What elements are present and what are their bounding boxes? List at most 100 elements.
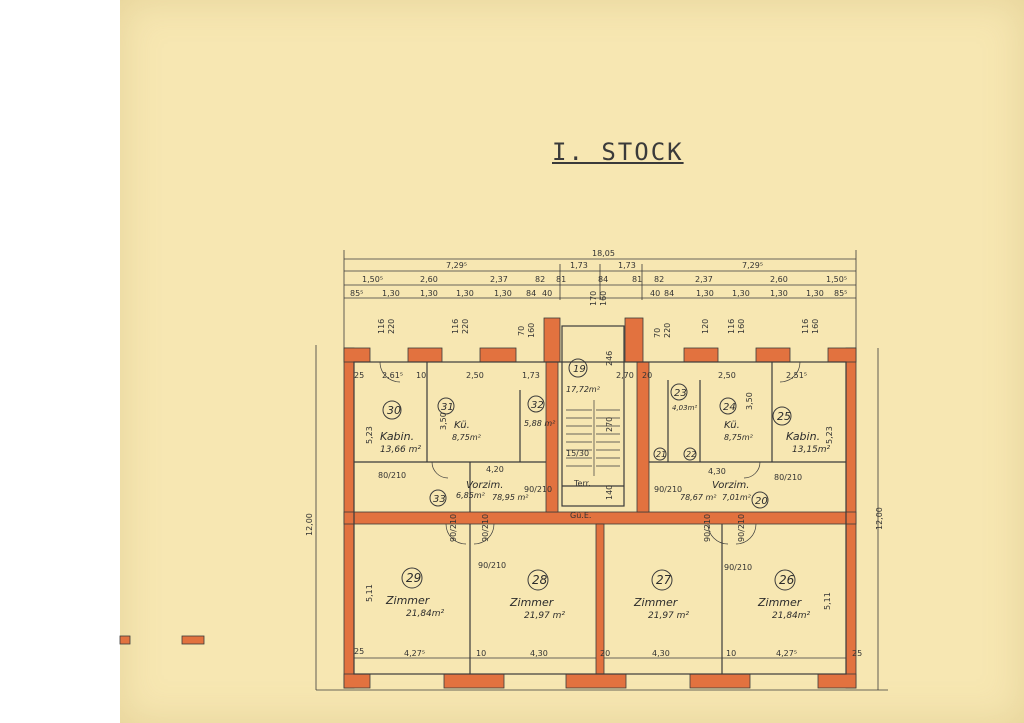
room-name: Zimmer: [509, 596, 555, 609]
room-area: 8,75m²: [452, 433, 482, 442]
dim-row3: 1,30: [420, 289, 438, 298]
room-name: Vorzim.: [466, 480, 503, 491]
window-height: 70: [653, 328, 662, 338]
dim-row2: 2,60: [770, 275, 788, 284]
room-area: 7,01m²: [722, 493, 752, 502]
dim-corridor: 4,20: [486, 465, 504, 474]
dim-row2: 81: [632, 275, 642, 284]
dim-row2: 84: [598, 275, 608, 284]
dim-total: 18,05: [592, 249, 615, 258]
dim-bottom: 4,30: [652, 649, 670, 658]
door-mark: 80/210: [378, 471, 406, 480]
window-height: 160: [737, 319, 746, 334]
dim-row3: 1,30: [456, 289, 474, 298]
dim-row3: 1,30: [696, 289, 714, 298]
wall-mark: 25: [354, 371, 364, 380]
room-number: 28: [532, 573, 548, 587]
door-mark: 90/210: [524, 485, 552, 494]
window-height: 160: [599, 291, 608, 306]
door-mark: 80/210: [774, 473, 802, 482]
room-circles: [382, 358, 796, 591]
door-mark: 90/210: [481, 514, 490, 542]
wall-mark: 25: [852, 649, 862, 658]
gue-label: Gü.E.: [570, 511, 591, 520]
partitions: [353, 325, 847, 675]
dim-row2: 1,50⁵: [826, 275, 847, 284]
window-height: 220: [461, 319, 470, 334]
room-number: 27: [656, 573, 672, 587]
room-area: 13,15m²: [792, 445, 831, 455]
room-number: 31: [441, 402, 454, 413]
window-height: 220: [387, 319, 396, 334]
dim-row3: 1,30: [806, 289, 824, 298]
room-number: 21: [656, 450, 666, 459]
dim-inner: 2,51⁵: [786, 371, 807, 380]
dim-row3: 84: [664, 289, 674, 298]
dim-inner: 2,61⁵: [382, 371, 403, 380]
room-area: 21,84m²: [406, 609, 445, 619]
dim-stair-left: 1,73: [570, 261, 588, 270]
dim-inner: 2,50: [466, 371, 484, 380]
wall-mark: 10: [726, 649, 736, 658]
room-name: Zimmer: [757, 596, 803, 609]
dim-row2: 81: [556, 275, 566, 284]
dim-row3: 1,30: [382, 289, 400, 298]
window-height: 160: [527, 323, 536, 338]
dim-row3: 85⁵: [834, 289, 847, 298]
floor-title: I. STOCK: [552, 138, 684, 166]
stair-label: 15/30: [566, 449, 589, 458]
dim-half-right: 7,29⁵: [742, 261, 763, 270]
room-name: Kü.: [454, 420, 470, 431]
dim-height-right: 12,00: [875, 507, 884, 530]
dim-bottom: 4,27⁵: [404, 649, 425, 658]
wall-mark: 20: [600, 649, 610, 658]
room-name: Vorzim.: [712, 480, 749, 491]
dim-row2: 1,50⁵: [362, 275, 383, 284]
dim-row2: 82: [535, 275, 545, 284]
dim-inner: 2,70: [616, 371, 634, 380]
room-labels: 30 Kabin. 13,66 m² 5,23 31 Kü. 8,75m² 3,…: [365, 364, 834, 621]
dim-corridor: 4,30: [708, 467, 726, 476]
room-side: 5,23: [365, 426, 374, 444]
room-side: 5,11: [823, 592, 832, 610]
room-number: 20: [755, 496, 768, 507]
dim-stair-right: 1,73: [618, 261, 636, 270]
dim-half-left: 7,29⁵: [446, 261, 467, 270]
door-mark: 90/210: [724, 563, 752, 572]
room-side: 5,23: [825, 426, 834, 444]
room-area: 21,97 m²: [648, 611, 689, 621]
room-number: 29: [406, 571, 421, 585]
door-mark: 90/210: [478, 561, 506, 570]
dim-bottom: 4,27⁵: [776, 649, 797, 658]
dim-row2: 2,60: [420, 275, 438, 284]
door-mark: 90/210: [654, 485, 682, 494]
room-subtotal: 78,67 m²: [680, 493, 717, 502]
dim-row3: 1,30: [732, 289, 750, 298]
dim-row3: 40: [650, 289, 660, 298]
dimension-texts: 18,05 7,29⁵ 7,29⁵ 1,73 1,73 1,50⁵ 2,60 2…: [305, 249, 884, 658]
window-height: 270: [605, 417, 614, 432]
window-height: 246: [605, 351, 614, 366]
room-side: 3,50: [745, 392, 754, 410]
room-area: 8,75m²: [724, 433, 754, 442]
room-side: 3,50: [439, 412, 448, 430]
wall-mark: 10: [476, 649, 486, 658]
dim-bottom: 4,30: [530, 649, 548, 658]
dim-row3: 1,30: [770, 289, 788, 298]
window-height: 116: [377, 319, 386, 334]
window-height: 116: [801, 319, 810, 334]
room-number: 24: [723, 402, 736, 413]
room-name: Zimmer: [385, 594, 431, 607]
room-number: 23: [674, 388, 687, 399]
room-number: 26: [779, 573, 795, 587]
window-height: 116: [727, 319, 736, 334]
stair-height: 140: [605, 485, 614, 500]
walls: [119, 317, 857, 689]
terrace-label: Terr.: [573, 479, 591, 488]
dim-inner: 2,50: [718, 371, 736, 380]
dim-inner: 1,73: [522, 371, 540, 380]
room-number: 22: [686, 450, 696, 459]
wall-mark: 10: [416, 371, 426, 380]
wall-mark: 25: [354, 647, 364, 656]
window-height: 160: [811, 319, 820, 334]
